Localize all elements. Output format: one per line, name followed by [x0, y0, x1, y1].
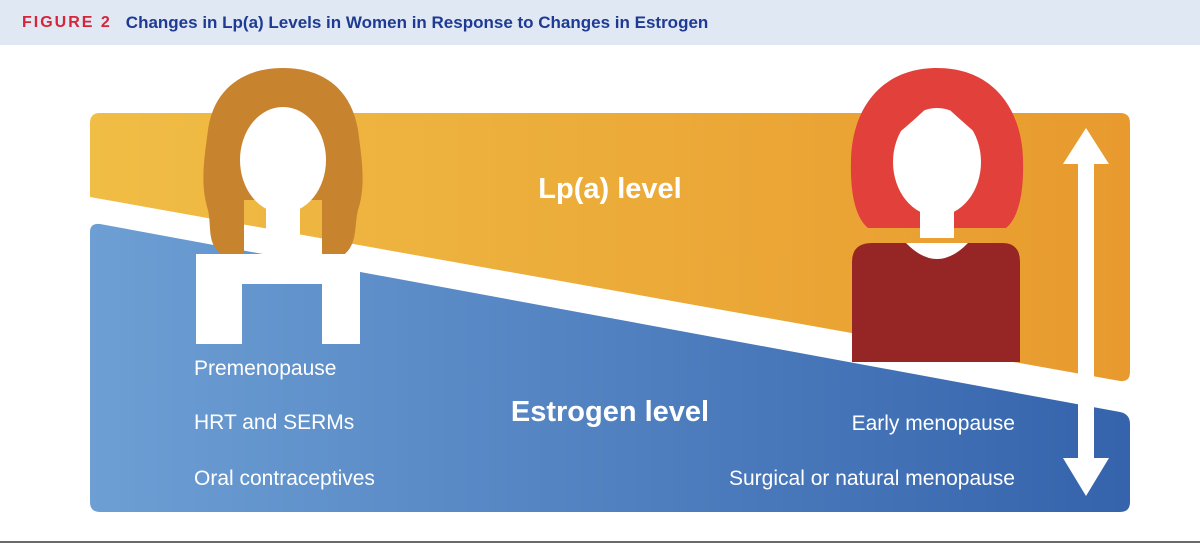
- label-oral-contraceptives: Oral contraceptives: [194, 467, 375, 490]
- figure-title: Changes in Lp(a) Levels in Women in Resp…: [125, 12, 709, 32]
- figure-label: FIGURE 2: [22, 13, 112, 31]
- woman-menopause-icon: [850, 68, 1024, 362]
- double-arrow-icon: [1063, 128, 1109, 496]
- woman-premenopause-icon: [196, 68, 363, 344]
- label-surgical-natural-menopause: Surgical or natural menopause: [729, 467, 1015, 490]
- lpa-estrogen-diagram: Lp(a) level Estrogen level Premenopause …: [90, 68, 1130, 512]
- label-hrt-serms: HRT and SERMs: [194, 411, 354, 434]
- figure-header: FIGURE 2 Changes in Lp(a) Levels in Wome…: [0, 0, 1200, 45]
- bottom-rule: [0, 541, 1200, 543]
- label-premenopause: Premenopause: [194, 357, 336, 380]
- label-early-menopause: Early menopause: [852, 412, 1015, 435]
- lpa-level-label: Lp(a) level: [538, 173, 681, 205]
- estrogen-level-label: Estrogen level: [511, 396, 709, 428]
